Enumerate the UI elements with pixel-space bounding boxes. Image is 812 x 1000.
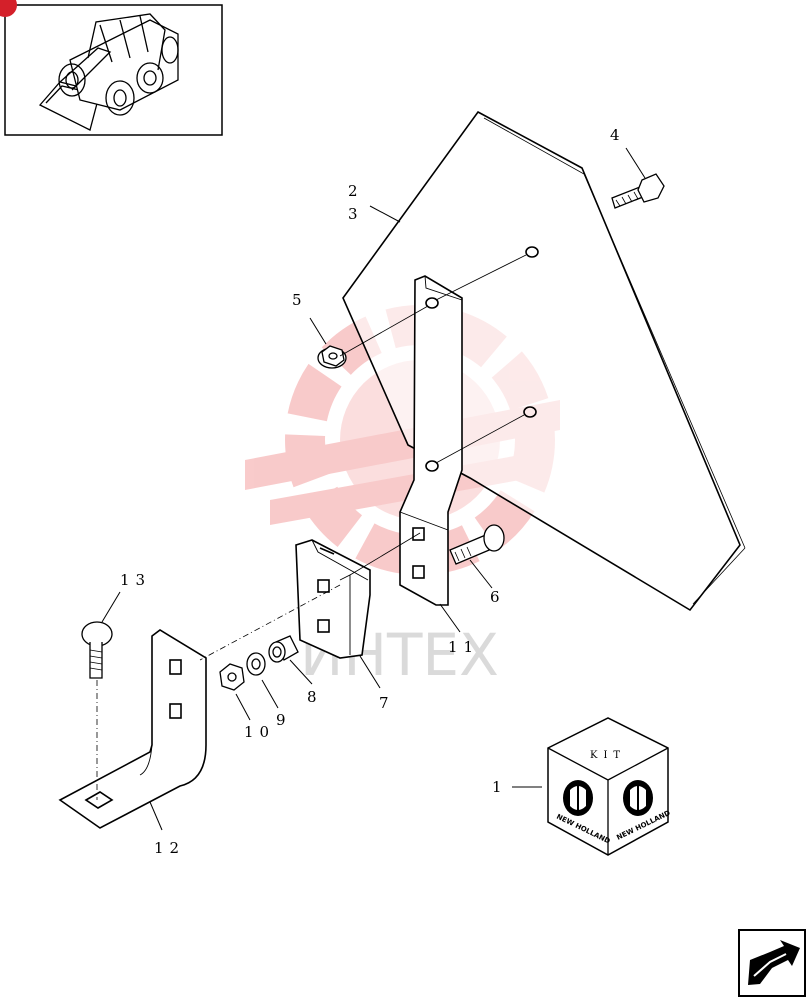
callout-6: 6 <box>490 588 506 606</box>
assembly-lines <box>96 254 527 800</box>
lock-washer <box>246 652 266 676</box>
callout-12: 12 <box>154 839 185 857</box>
kit-box: KIT NEW HOLLAND NEW HOLLAND <box>547 717 672 856</box>
skid-steer-loader-icon <box>38 13 179 131</box>
shield-plate <box>342 110 746 612</box>
thumbnail-frame[interactable] <box>0 0 223 136</box>
new-holland-logo-right-icon <box>623 780 653 816</box>
bracket-strap <box>399 275 463 606</box>
kit-label: KIT <box>590 750 626 761</box>
angle-bracket <box>58 629 207 829</box>
callout-7: 7 <box>379 694 395 712</box>
new-holland-logo-left-icon <box>563 780 593 816</box>
hex-nut <box>219 663 245 691</box>
leader-lines <box>101 147 646 831</box>
spacer-bushing <box>268 635 299 663</box>
callout-4: 4 <box>610 126 626 144</box>
carriage-bolt <box>449 524 505 565</box>
carriage-bolt-vertical <box>81 621 113 679</box>
callout-11: 11 <box>448 638 479 656</box>
callout-2: 2 <box>348 182 364 200</box>
next-page-arrow-icon[interactable] <box>738 929 806 997</box>
callout-13: 13 <box>120 571 151 589</box>
callout-8: 8 <box>307 688 323 706</box>
flange-nut <box>317 345 347 369</box>
callout-3: 3 <box>348 205 364 223</box>
callout-10: 10 <box>244 723 275 741</box>
callout-5: 5 <box>292 291 308 309</box>
channel-bracket <box>295 539 371 659</box>
callout-1: 1 <box>492 778 508 796</box>
hex-bolt <box>611 173 665 209</box>
callout-9: 9 <box>276 711 292 729</box>
